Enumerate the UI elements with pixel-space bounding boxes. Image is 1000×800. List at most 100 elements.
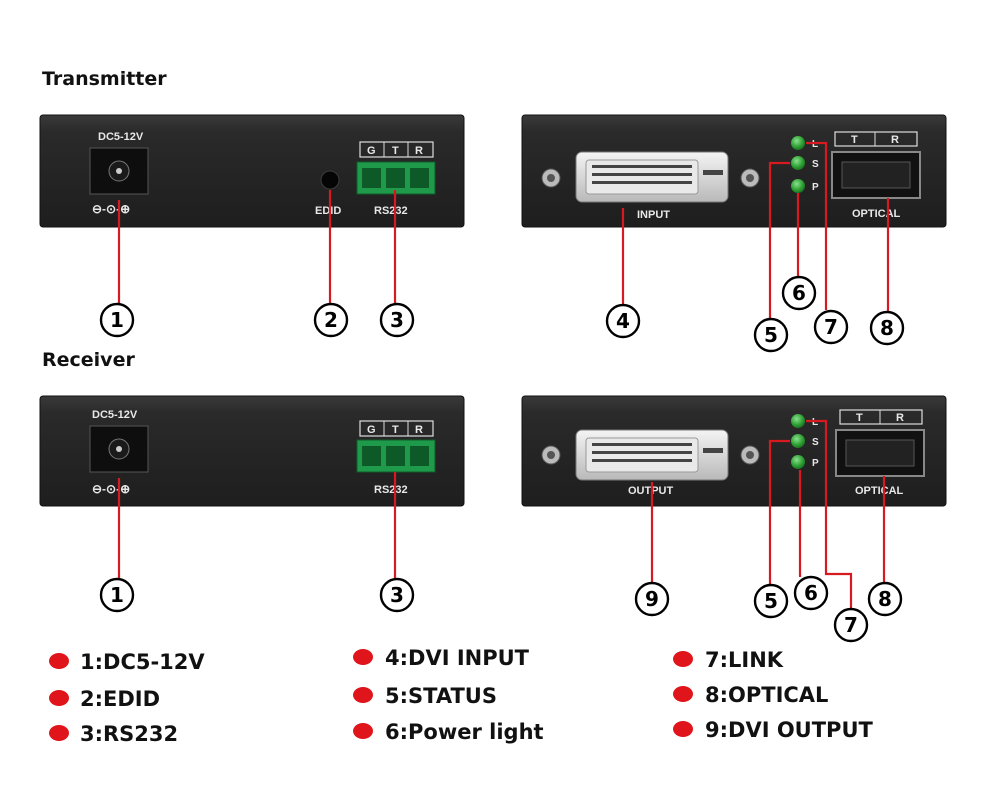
badge-7-circle — [813, 309, 849, 345]
transmitter-title: Transmitter — [42, 68, 167, 90]
rx-optical-port[interactable]: T R — [835, 409, 925, 477]
rx-led-s-label: S — [812, 437, 819, 448]
legend-item-4: 4:DVI INPUT — [385, 646, 530, 670]
rx-rs232-terminal[interactable]: G T R — [356, 420, 436, 473]
badge-2-circle — [313, 302, 349, 338]
rx-optical-r-label: R — [896, 412, 904, 424]
legend-item-8: 8:OPTICAL — [705, 683, 828, 707]
edid-label: EDID — [315, 205, 341, 217]
optical-r-label: R — [891, 134, 899, 146]
badge-9-circle — [634, 581, 670, 617]
badge-1-circle — [99, 302, 135, 338]
legend-item-1: 1:DC5-12V — [80, 650, 205, 674]
rx-optical-label: OPTICAL — [855, 485, 904, 497]
legend-item-5: 5:STATUS — [385, 684, 497, 708]
rx-badge-8: 8 — [878, 587, 892, 611]
badge-9: 9 — [645, 587, 659, 611]
rx-rs232-r-label: R — [415, 424, 423, 436]
rs232-g-label: G — [367, 145, 376, 157]
badge-6-circle — [781, 275, 817, 311]
rx-badge-6-circle — [793, 575, 829, 611]
edid-button[interactable] — [320, 170, 340, 190]
rx-led-p-label: P — [812, 458, 819, 469]
legend-bullet-4 — [353, 649, 373, 665]
callout-line-7 — [806, 141, 828, 310]
receiver-title: Receiver — [42, 349, 135, 371]
rx-rs232-t-label: T — [392, 424, 399, 436]
dc-power-jack[interactable] — [89, 147, 149, 195]
badge-7: 7 — [824, 315, 838, 339]
rx-power-led — [791, 455, 805, 469]
output-label: OUTPUT — [628, 485, 674, 497]
polarity-symbol: ⊖-⊙-⊕ — [92, 202, 130, 216]
badge-6: 6 — [792, 281, 806, 305]
rs232-r-label: R — [415, 145, 423, 157]
dvi-output-port[interactable] — [541, 429, 760, 481]
rx-polarity-symbol: ⊖-⊙-⊕ — [92, 482, 130, 496]
legend-bullet-8 — [673, 686, 693, 702]
optical-t-label: T — [851, 134, 858, 146]
rx-callout-line-5 — [768, 439, 790, 584]
input-label: INPUT — [637, 209, 670, 221]
legend-bullet-5 — [353, 687, 373, 703]
dvi-input-port[interactable] — [541, 151, 760, 203]
badge-4-circle — [605, 303, 641, 339]
rx-rs232-label: RS232 — [374, 484, 408, 496]
rx-callout-line-7 — [806, 419, 853, 608]
dc-label: DC5-12V — [98, 131, 144, 143]
receiver-front-panel: OUTPUT L S P T R OPTICAL — [521, 395, 947, 507]
receiver-rear-panel: DC5-12V ⊖-⊙-⊕ G T R RS232 — [39, 395, 465, 507]
legend-bullet-9 — [673, 721, 693, 737]
rx-badge-5-circle — [753, 583, 789, 619]
optical-label: OPTICAL — [852, 208, 901, 220]
rs232-t-label: T — [392, 145, 399, 157]
transmitter-front-panel: INPUT L S P T R OPTICAL — [521, 114, 947, 228]
led-s-label: S — [812, 159, 819, 170]
rx-badge-5: 5 — [764, 589, 778, 613]
power-led — [791, 179, 805, 193]
legend-bullet-2 — [49, 690, 69, 706]
rx-badge-7: 7 — [844, 613, 858, 637]
rx-status-led — [791, 434, 805, 448]
badge-2: 2 — [324, 308, 338, 332]
transmitter-rear-panel: DC5-12V ⊖-⊙-⊕ EDID G T R RS232 — [39, 114, 465, 228]
rx-badge-3-circle — [379, 577, 415, 613]
link-led — [791, 136, 805, 150]
rx-badge-6: 6 — [804, 581, 818, 605]
rx-dc-power-jack[interactable] — [89, 425, 149, 473]
rx-led-l-label: L — [812, 417, 818, 428]
badge-5-circle — [753, 317, 789, 353]
badge-3: 3 — [390, 308, 404, 332]
badge-4: 4 — [616, 309, 630, 333]
legend-bullet-7 — [673, 651, 693, 667]
rx-badge-7-circle — [833, 607, 869, 643]
optical-port[interactable]: T R — [831, 131, 921, 199]
badge-8-circle — [869, 310, 905, 346]
rx-rs232-g-label: G — [367, 424, 376, 436]
legend-item-6: 6:Power light — [385, 720, 544, 744]
rs232-label: RS232 — [374, 205, 408, 217]
legend-bullet-1 — [49, 653, 69, 669]
rs232-terminal[interactable]: G T R — [356, 141, 436, 195]
rx-optical-t-label: T — [856, 412, 863, 424]
badge-3-circle — [379, 302, 415, 338]
callout-lines — [117, 141, 890, 608]
rx-badge-8-circle — [867, 581, 903, 617]
legend-item-3: 3:RS232 — [80, 722, 178, 746]
rx-badge-1-circle — [99, 577, 135, 613]
rx-link-led — [791, 414, 805, 428]
badge-8: 8 — [880, 316, 894, 340]
legend-item-7: 7:LINK — [705, 648, 784, 672]
rx-badge-3: 3 — [390, 583, 404, 607]
callout-line-5 — [768, 161, 790, 318]
led-p-label: P — [812, 182, 819, 193]
callout-badges: 1 2 3 4 5 6 7 8 1 3 9 5 6 7 8 — [99, 275, 905, 643]
rx-badge-1: 1 — [110, 583, 124, 607]
legend-bullet-6 — [353, 723, 373, 739]
legend-item-2: 2:EDID — [80, 687, 160, 711]
badge-5: 5 — [764, 323, 778, 347]
legend-item-9: 9:DVI OUTPUT — [705, 718, 873, 742]
legend: 1:DC5-12V 2:EDID 3:RS232 4:DVI INPUT 5:S… — [49, 646, 873, 746]
rx-dc-label: DC5-12V — [92, 409, 138, 421]
